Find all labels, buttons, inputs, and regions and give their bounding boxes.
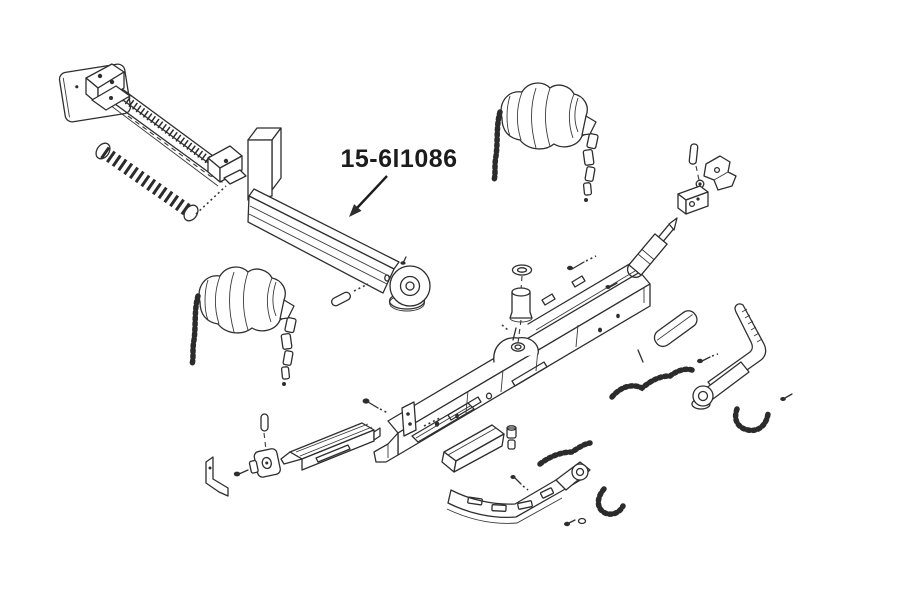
chain-hook-right — [732, 406, 771, 434]
swing-arm — [247, 127, 431, 312]
wedge-pad — [441, 424, 505, 473]
chain-wavy-right — [609, 366, 695, 400]
bottom-left-linkage — [205, 398, 389, 497]
rail-assembly — [85, 63, 247, 187]
ribbed-boot-upper — [494, 83, 598, 202]
arm-pin — [331, 283, 369, 307]
mount-block — [677, 185, 709, 215]
rail-head-bracket — [85, 63, 131, 111]
vertical-pin — [260, 413, 269, 451]
bottom-middle-parts — [441, 424, 626, 527]
l-bracket — [205, 456, 229, 497]
chain-bottom-middle — [537, 440, 593, 467]
step-pin — [506, 425, 517, 450]
top-right-hardware — [677, 143, 737, 215]
label-arrow — [349, 175, 388, 217]
part-number-label: 15-6l1086 — [340, 145, 457, 173]
small-pin-right — [637, 349, 644, 363]
part-label-group: 15-6l1086 — [340, 145, 457, 217]
pivot-block — [248, 448, 281, 478]
coil-spring — [95, 142, 227, 222]
curved-arm — [446, 461, 591, 524]
roller-link — [691, 361, 750, 410]
chain-hook-bottom — [595, 486, 626, 517]
ribbed-boot-lower — [192, 267, 296, 386]
bent-lever — [691, 303, 793, 410]
side-pad — [653, 310, 698, 348]
channel-rail — [280, 422, 381, 471]
clamp-bracket — [703, 155, 737, 191]
pulley-end — [388, 256, 431, 312]
rail-end-bracket — [207, 145, 247, 185]
hydraulic-cylinder — [626, 217, 678, 278]
frame-bolts — [567, 255, 618, 289]
pin — [688, 143, 699, 165]
main-frame-beam — [373, 258, 651, 463]
bushing-assembly — [501, 264, 533, 344]
